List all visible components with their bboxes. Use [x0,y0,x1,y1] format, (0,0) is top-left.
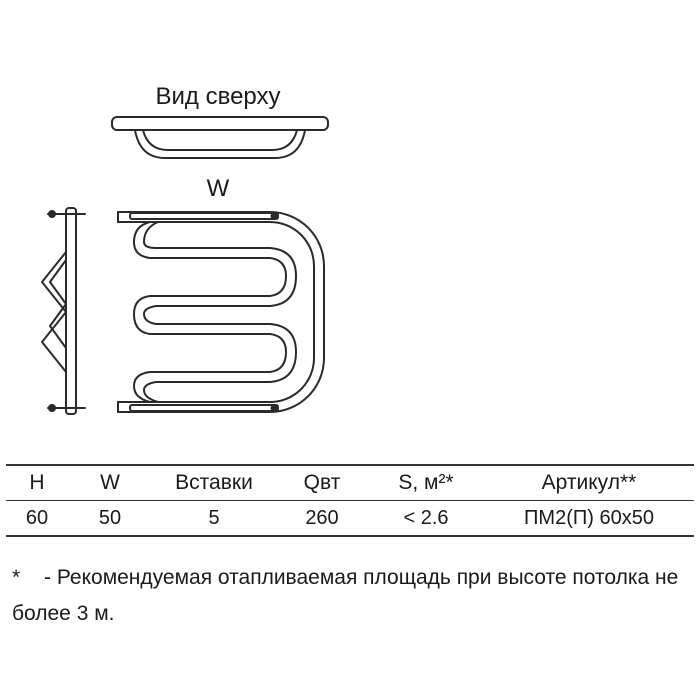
header-power: Qвт [276,464,368,501]
tube-outer [117,211,325,413]
header-h: H [6,464,68,501]
header-area: S, м²* [368,464,484,501]
footnote-marker: * [12,566,21,589]
top-view-tube-inner [142,129,298,151]
top-view-label: Вид сверху [156,83,281,110]
cell-power: 260 [276,500,368,537]
meander-inner [143,221,297,403]
cell-article: ПМ2(П) 60х50 [484,500,694,537]
header-article: Артикул** [484,464,694,501]
cell-w: 50 [68,500,152,537]
meander-outer [133,221,287,403]
spec-table: H W Вставки Qвт S, м²* Артикул** 60 50 5… [6,464,694,537]
footnote-text: - Рекомендуемая отапливаемая площадь при… [12,566,679,625]
cell-inserts: 5 [152,500,276,537]
top-view-bar [111,116,329,131]
tube-inner [117,221,315,403]
width-label: W [207,175,230,202]
header-inserts: Вставки [152,464,276,501]
table-header-row: H W Вставки Qвт S, м²* Артикул** [6,464,694,501]
top-view [111,116,329,159]
footnote: *- Рекомендуемая отапливаемая площадь пр… [12,560,692,632]
front-view [117,211,325,413]
header-w: W [68,464,152,501]
side-view [41,207,86,415]
top-view-tube-outer [134,129,306,159]
table-row: 60 50 5 260 < 2.6 ПМ2(П) 60х50 [6,500,694,537]
cell-area: < 2.6 [368,500,484,537]
cell-h: 60 [6,500,68,537]
towel-rail-drawing: Вид сверху W [41,83,329,415]
